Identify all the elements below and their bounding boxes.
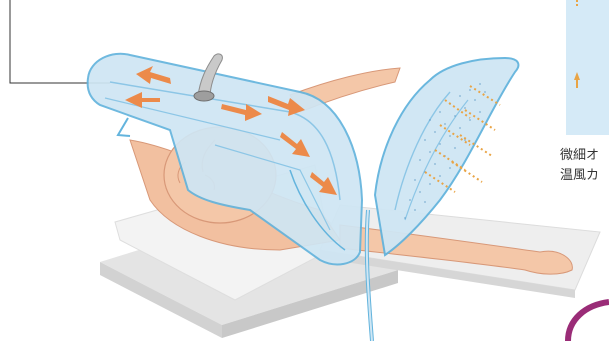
warming-blanket-perforated [364,56,520,341]
blanket-tie [116,117,131,137]
air-hose [193,53,223,102]
callout-leader-line [9,0,110,84]
circular-badge-icon [565,299,609,341]
airflow-arrows [125,66,337,195]
up-arrow-icon [574,72,580,88]
callout-line-1: 微細オ [560,148,600,163]
callout-line-2: 温風カ [560,168,600,183]
inset-panel [566,0,609,135]
callout-text: 微細オ 温風カ [560,146,599,186]
dotted-airflow-lines [424,85,501,193]
